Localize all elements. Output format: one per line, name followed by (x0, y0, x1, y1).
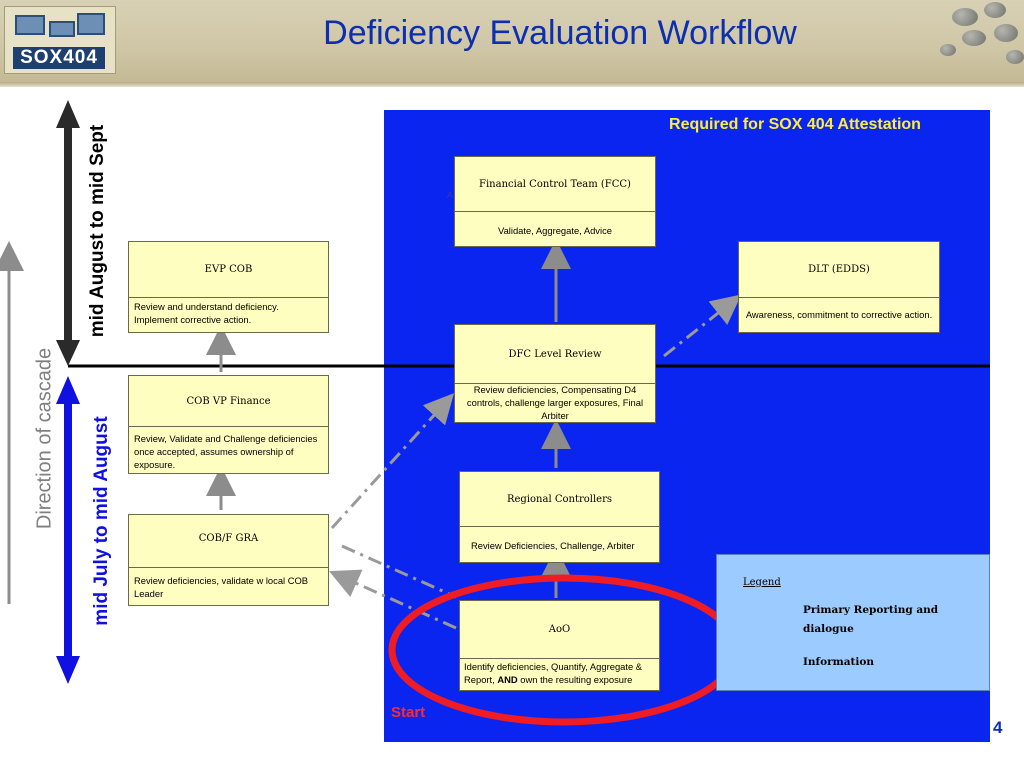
evp-cob-body: Review and understand deficiency. Implem… (134, 301, 279, 325)
info-arrow-gra-to-dfc (330, 393, 455, 530)
stray-label: A (447, 190, 454, 200)
cob-gra-body: Review deficiencies, validate w local CO… (134, 575, 309, 599)
dlt-body: Awareness, commitment to corrective acti… (745, 309, 933, 320)
logo-text: SOX404 (13, 47, 105, 69)
info-arrow-dfc-to-dlt (663, 294, 742, 358)
regional-controllers-box: Regional Controllers Review Deficiencies… (459, 471, 660, 563)
legend-dashed-label: Information (803, 656, 874, 668)
dfc-box: DFC Level Review Review deficiencies, Co… (454, 324, 656, 423)
upper-period-label: mid August to mid Sept (87, 124, 108, 338)
aoo-body: Identify deficiencies, Quantify, Aggrega… (460, 658, 659, 690)
legend-title: Legend (743, 577, 781, 588)
info-arrow-aoo-to-gra (329, 569, 457, 630)
header-bar (0, 0, 1024, 82)
aoo-body-emphasis: AND (497, 674, 518, 685)
page-number: 4 (993, 718, 1003, 737)
header-divider (0, 82, 1024, 87)
start-label: Start (391, 704, 426, 721)
dlt-box: DLT (EDDS) Awareness, commitment to corr… (738, 241, 940, 333)
aoo-body-suffix: own the resulting exposure (517, 674, 633, 685)
lower-period-label: mid July to mid August (91, 416, 112, 626)
evp-cob-box: EVP COB Review and understand deficiency… (128, 241, 329, 333)
aoo-title: AoO (460, 601, 659, 659)
cob-gra-title: COB/F GRA (129, 515, 328, 568)
page-title: Deficiency Evaluation Workflow (323, 14, 797, 52)
dfc-title: DFC Level Review (455, 325, 655, 384)
panel-title: Required for SOX 404 Attestation (669, 116, 921, 133)
legend-box: Legend Primary Reporting and dialogue In… (716, 554, 990, 691)
cob-vp-body: Review, Validate and Challenge deficienc… (134, 433, 318, 470)
regional-body: Review Deficiencies, Challenge, Arbiter (471, 540, 635, 551)
cob-vp-title: COB VP Finance (129, 376, 328, 427)
direction-label: Direction of cascade (33, 347, 56, 530)
fcc-box: Financial Control Team (FCC) Validate, A… (454, 156, 656, 247)
evp-cob-title: EVP COB (129, 242, 328, 298)
fcc-body: Validate, Aggregate, Advice (498, 225, 612, 236)
aoo-box: AoO Identify deficiencies, Quantify, Agg… (459, 600, 660, 691)
regional-title: Regional Controllers (460, 472, 659, 527)
dlt-title: DLT (EDDS) (739, 242, 939, 298)
cob-vp-box: COB VP Finance Review, Validate and Chal… (128, 375, 329, 474)
dfc-body: Review deficiencies, Compensating D4 con… (466, 384, 644, 421)
aoo-body-text: Identify deficiencies, Quantify, Aggrega… (464, 661, 643, 685)
info-line-gra-to-aoo (341, 544, 457, 599)
legend-solid-label: Primary Reporting and dialogue (803, 604, 939, 635)
fcc-title: Financial Control Team (FCC) (455, 157, 655, 212)
cob-gra-box: COB/F GRA Review deficiencies, validate … (128, 514, 329, 606)
sox404-logo: SOX404 (4, 6, 116, 74)
